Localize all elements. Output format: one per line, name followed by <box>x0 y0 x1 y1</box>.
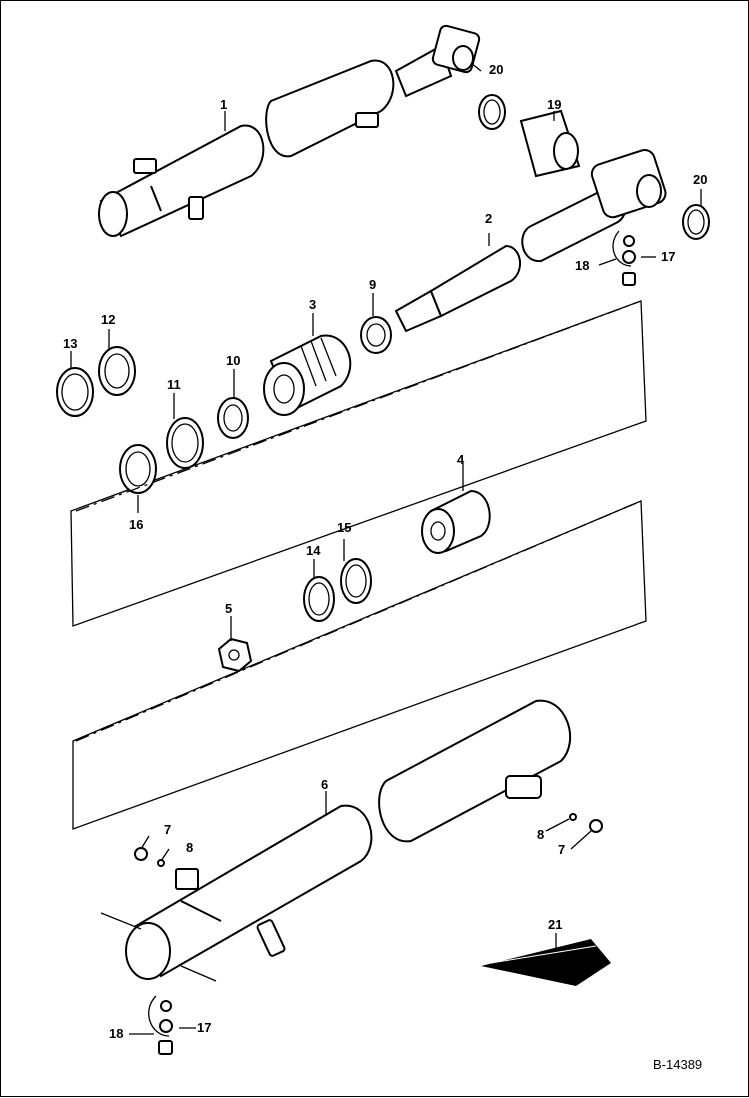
callout-2: 2 <box>485 211 492 226</box>
callout-19: 19 <box>547 97 561 112</box>
part-9-wiper <box>360 316 392 354</box>
callout-21: 21 <box>548 917 562 932</box>
part-17-18-grease-fitting-upper <box>612 230 636 286</box>
callout-18-upper: 18 <box>575 258 589 273</box>
callout-3: 3 <box>309 297 316 312</box>
part-7-plug-left <box>134 847 148 861</box>
callout-6: 6 <box>321 777 328 792</box>
callout-20-right: 20 <box>693 172 707 187</box>
explode-frame-lower <box>72 500 647 830</box>
callout-4: 4 <box>457 452 465 467</box>
part-20-ring-right <box>682 204 710 240</box>
callout-12: 12 <box>101 312 115 327</box>
callout-11: 11 <box>167 377 181 392</box>
callout-20-upper: 20 <box>489 62 503 77</box>
callout-17-lower: 17 <box>197 1020 211 1035</box>
callout-8-right: 8 <box>537 827 544 842</box>
part-2-piston-rod <box>394 149 667 333</box>
part-8-o-ring-right <box>569 813 577 821</box>
part-5-nut <box>217 637 253 673</box>
part-6-barrel <box>100 699 571 982</box>
callout-8-left: 8 <box>186 840 193 855</box>
part-1-rod <box>98 24 481 238</box>
callout-7-right: 7 <box>558 842 565 857</box>
part-20-ring-upper <box>478 94 506 130</box>
callout-10: 10 <box>226 353 240 368</box>
part-11-o-ring <box>166 417 204 469</box>
callout-13: 13 <box>63 336 77 351</box>
part-17-18-grease-fitting-lower <box>148 995 173 1055</box>
callout-14: 14 <box>306 543 321 558</box>
part-19-bushing <box>519 109 581 178</box>
part-21-decal <box>481 939 611 986</box>
part-4-piston <box>421 489 491 554</box>
part-7-plug-right <box>589 819 603 833</box>
explode-frame-upper <box>70 300 647 627</box>
callout-labels: 1 2 3 4 5 6 7 8 8 7 9 10 11 12 13 14 15 … <box>63 62 707 1041</box>
callout-15: 15 <box>337 520 351 535</box>
callout-18-lower: 18 <box>109 1026 123 1041</box>
callout-9: 9 <box>369 277 376 292</box>
callout-7-left: 7 <box>164 822 171 837</box>
callout-5: 5 <box>225 601 232 616</box>
callout-17-upper: 17 <box>661 249 675 264</box>
part-3-gland <box>263 334 352 416</box>
callout-1: 1 <box>220 97 227 112</box>
callout-16: 16 <box>129 517 143 532</box>
leader-lines <box>70 62 702 1035</box>
drawing-reference-number: B-14389 <box>653 1057 702 1072</box>
part-10-seal <box>217 397 249 439</box>
